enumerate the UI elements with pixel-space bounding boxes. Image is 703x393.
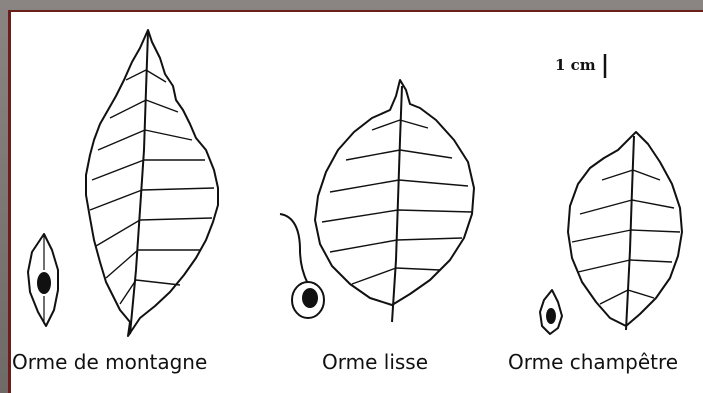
- leaf-orme-champetre: [568, 132, 682, 330]
- samara-orme-champetre: [540, 290, 562, 334]
- samara-orme-de-montagne: [28, 234, 58, 326]
- caption-orme-lisse: Orme lisse: [322, 350, 428, 374]
- caption-orme-champetre: Orme champêtre: [508, 350, 678, 374]
- scale-label: 1 cm: [555, 56, 596, 74]
- caption-orme-de-montagne: Orme de montagne: [12, 350, 207, 374]
- leaf-orme-lisse: [315, 80, 474, 322]
- leaf-orme-de-montagne: [86, 30, 218, 336]
